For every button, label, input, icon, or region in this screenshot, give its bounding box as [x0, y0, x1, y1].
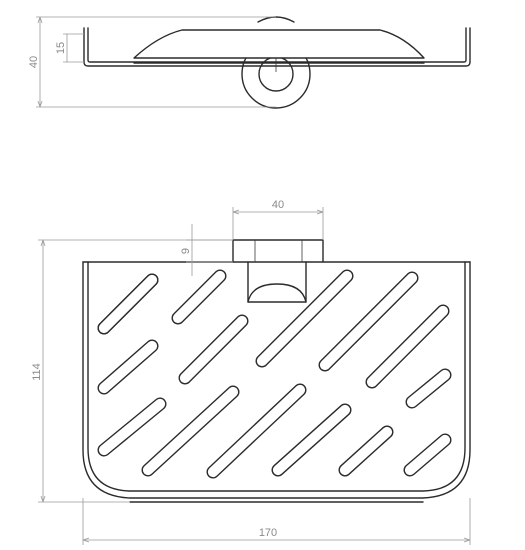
drain-slot [98, 340, 158, 394]
drain-slot [272, 404, 351, 476]
drain-slot [207, 384, 306, 478]
basket-outline-inner [87, 261, 466, 492]
drain-slot [319, 272, 418, 371]
drain-slot [98, 398, 166, 456]
dim-114-arrows [40, 239, 46, 503]
drain-slot [256, 270, 353, 367]
drain-slots [97, 269, 452, 479]
slot-set [97, 269, 452, 479]
drain-slot [406, 369, 451, 408]
drain-slot [142, 386, 239, 476]
dim-40h-label: 40 [272, 199, 284, 211]
tray-rim-outer [83, 27, 471, 67]
side-view: 40 15 [28, 16, 471, 109]
dim-40-label: 40 [28, 56, 40, 68]
basket-outline-outer [82, 261, 471, 499]
dim-170-arrows [82, 537, 471, 543]
dim-40-arrows [37, 16, 43, 108]
mount-block [232, 239, 324, 263]
drain-slot [404, 434, 451, 476]
tray-body [133, 29, 425, 59]
front-view: 40 9 114 170 [31, 199, 471, 545]
drain-slot [179, 315, 248, 384]
dim-9-label: 9 [180, 248, 192, 254]
drain-slot [172, 270, 226, 324]
drain-slot [339, 426, 393, 476]
drain-slot [366, 305, 449, 388]
dim-15-label: 15 [55, 42, 67, 54]
mount-post [247, 261, 307, 303]
dim-114-label: 114 [31, 363, 43, 381]
dim-40h-arrows [232, 209, 324, 215]
dim-170-label: 170 [259, 527, 277, 539]
tray-rim-inner [87, 27, 467, 63]
mount-post-cap [247, 283, 307, 303]
mount-disc-top [257, 16, 295, 23]
drain-slot [98, 274, 158, 334]
